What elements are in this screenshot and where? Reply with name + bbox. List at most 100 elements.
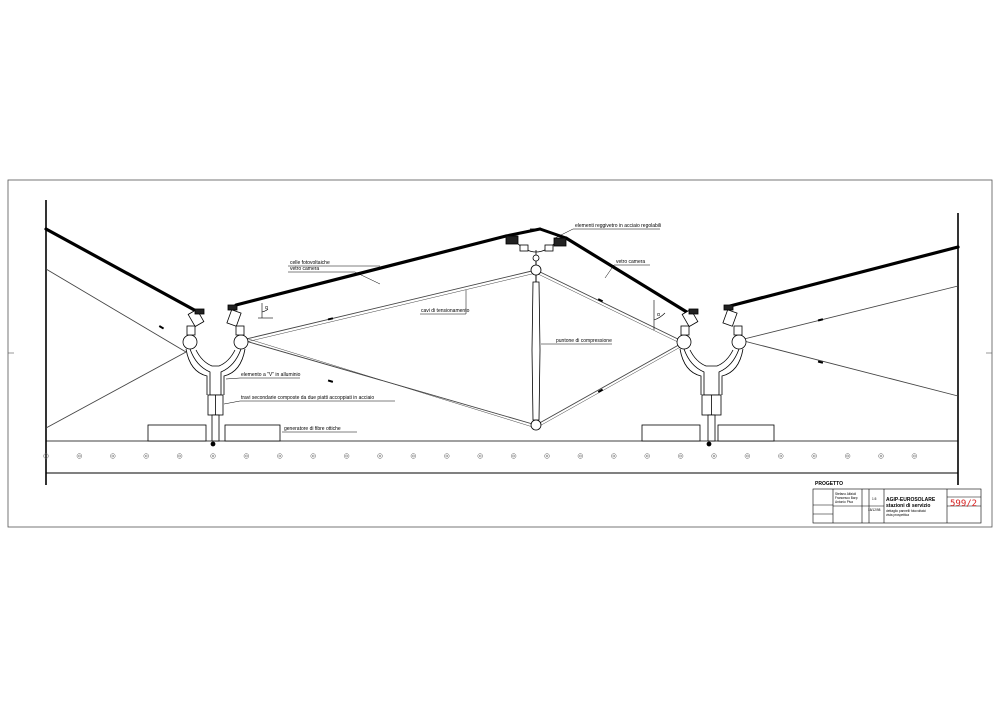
label-celle-fotovoltaiche: celle fotovoltaiche bbox=[290, 260, 330, 266]
title-block-progetto: PROGETTO bbox=[815, 481, 843, 487]
fibre-optic-dot bbox=[611, 453, 617, 459]
angle-indicator-right bbox=[653, 300, 666, 330]
cable-inner bbox=[535, 272, 685, 346]
fibre-optic-dot-inner bbox=[44, 454, 48, 458]
fibre-optic-dot-inner bbox=[679, 454, 682, 458]
fibre-optic-dot-inner bbox=[812, 454, 816, 458]
fibre-optic-dot bbox=[911, 453, 918, 459]
fibre-optic-dot-inner bbox=[846, 454, 849, 458]
fibre-optic-dot bbox=[844, 453, 851, 459]
fibre-optic-dot-inner bbox=[111, 454, 115, 458]
fibre-optic-dot bbox=[444, 453, 450, 459]
tension-cables bbox=[45, 268, 959, 429]
cable-inner bbox=[241, 336, 537, 429]
sheet-border bbox=[7, 179, 993, 528]
cable-inner bbox=[241, 272, 537, 344]
fibre-optic-dot bbox=[110, 453, 116, 459]
glass-top-cap bbox=[504, 227, 542, 238]
cable-inner bbox=[535, 344, 685, 429]
fibre-optic-dot-inner bbox=[879, 454, 883, 458]
scale-value: 1:5 bbox=[872, 497, 877, 501]
fibre-optic-dot-inner bbox=[579, 454, 582, 458]
cable bbox=[45, 268, 187, 353]
fibre-optic-dot bbox=[243, 453, 250, 459]
label-travi-secondarie: travi secondarie composte da due piatti … bbox=[241, 395, 374, 401]
fibre-optic-dot bbox=[310, 453, 316, 459]
cable bbox=[535, 269, 685, 343]
top-connector bbox=[505, 228, 567, 262]
label-puntone-compressione: puntone di compressione bbox=[556, 338, 612, 344]
title-block: PROGETTO Stefano Alfaioli Francesco Barp… bbox=[812, 481, 982, 524]
studente-1: Stefano Alfaioli bbox=[835, 492, 856, 496]
fibre-optic-dot-inner bbox=[779, 454, 783, 458]
fibre-optic-dot-inner bbox=[913, 454, 916, 458]
glass-panel-mid-left bbox=[234, 234, 508, 307]
fibre-optic-dot bbox=[778, 453, 784, 459]
fibre-optic-dot bbox=[677, 453, 684, 459]
fibre-optic-dot bbox=[176, 453, 183, 459]
fibre-optic-dot bbox=[644, 453, 650, 459]
date-value: 18/12/98 bbox=[868, 508, 881, 512]
fibre-optic-dot-inner bbox=[478, 454, 482, 458]
label-angle-right: α bbox=[657, 312, 660, 318]
label-generatore: generatore di fibre ottiche bbox=[284, 426, 341, 432]
compression-strut bbox=[530, 258, 542, 431]
cable bbox=[535, 341, 685, 426]
fibre-optic-dot-inner bbox=[78, 454, 81, 458]
fibre-optic-dot-inner bbox=[211, 454, 215, 458]
fibre-optic-dot-inner bbox=[545, 454, 549, 458]
fibre-optic-dot bbox=[477, 453, 483, 459]
fibre-optic-dot bbox=[277, 453, 283, 459]
fibre-optic-dot-inner bbox=[311, 454, 315, 458]
fibre-optic-dot bbox=[811, 453, 817, 459]
fibre-optic-dots bbox=[43, 453, 918, 459]
fibre-optic-dot bbox=[343, 453, 350, 459]
fibre-optic-dot-inner bbox=[412, 454, 415, 458]
fibre-optic-dot bbox=[544, 453, 550, 459]
label-cavi-tensionamento: cavi di tensionamento bbox=[421, 308, 470, 314]
leader-lines bbox=[223, 228, 660, 433]
fibre-optic-dot-inner bbox=[645, 454, 649, 458]
label-vetro-camera-left: vetro camera bbox=[290, 266, 319, 272]
cable bbox=[241, 269, 537, 341]
description-line-2: vista prospettica bbox=[886, 513, 909, 517]
fibre-optic-dot bbox=[210, 453, 216, 459]
fibre-optic-dot bbox=[577, 453, 584, 459]
fibre-optic-dot-inner bbox=[345, 454, 348, 458]
table-number: 599/2 bbox=[950, 499, 977, 509]
angle-indicator-left bbox=[258, 303, 273, 319]
glass-panel-left bbox=[44, 227, 200, 314]
label-elementi-reggivetro: elementi reggivetro in acciaio regolabil… bbox=[575, 223, 661, 229]
fibre-optic-dot bbox=[744, 453, 751, 459]
v-element-right bbox=[676, 304, 747, 442]
studente-3: Antonio Piva bbox=[835, 500, 853, 504]
glass-panel-right bbox=[728, 245, 960, 308]
v-element-left bbox=[182, 304, 249, 442]
fibre-optic-dot-inner bbox=[278, 454, 282, 458]
fibre-optic-dot-inner bbox=[245, 454, 248, 458]
fibre-optic-dot-inner bbox=[178, 454, 181, 458]
project-subtitle: stazioni di servizio bbox=[886, 503, 930, 509]
fibre-optic-dot bbox=[377, 453, 383, 459]
studente-2: Francesco Barp bbox=[835, 496, 858, 500]
fibre-optic-dot bbox=[43, 453, 49, 459]
project-title: AGIP-EUROSOLARE bbox=[886, 497, 936, 503]
label-vetro-camera-right: vetro camera bbox=[616, 259, 645, 265]
fibre-optic-generators bbox=[147, 424, 775, 447]
cable bbox=[45, 351, 187, 429]
fibre-optic-dot bbox=[510, 453, 517, 459]
cable-clamps bbox=[158, 298, 824, 393]
fibre-optic-dot-inner bbox=[746, 454, 749, 458]
fibre-optic-dot-inner bbox=[445, 454, 449, 458]
fibre-optic-dot-inner bbox=[378, 454, 382, 458]
fibre-optic-dot bbox=[410, 453, 417, 459]
cable bbox=[739, 339, 959, 397]
fibre-optic-dot-inner bbox=[612, 454, 616, 458]
glazing-panels bbox=[44, 227, 960, 316]
cable bbox=[739, 285, 959, 341]
label-elemento-v: elemento a "V" in alluminio bbox=[241, 372, 301, 378]
description-line-1: dettaglio pannelli fotovoltaici bbox=[886, 509, 926, 513]
glass-top-cap-2 bbox=[538, 227, 568, 240]
fibre-optic-dot bbox=[76, 453, 83, 459]
